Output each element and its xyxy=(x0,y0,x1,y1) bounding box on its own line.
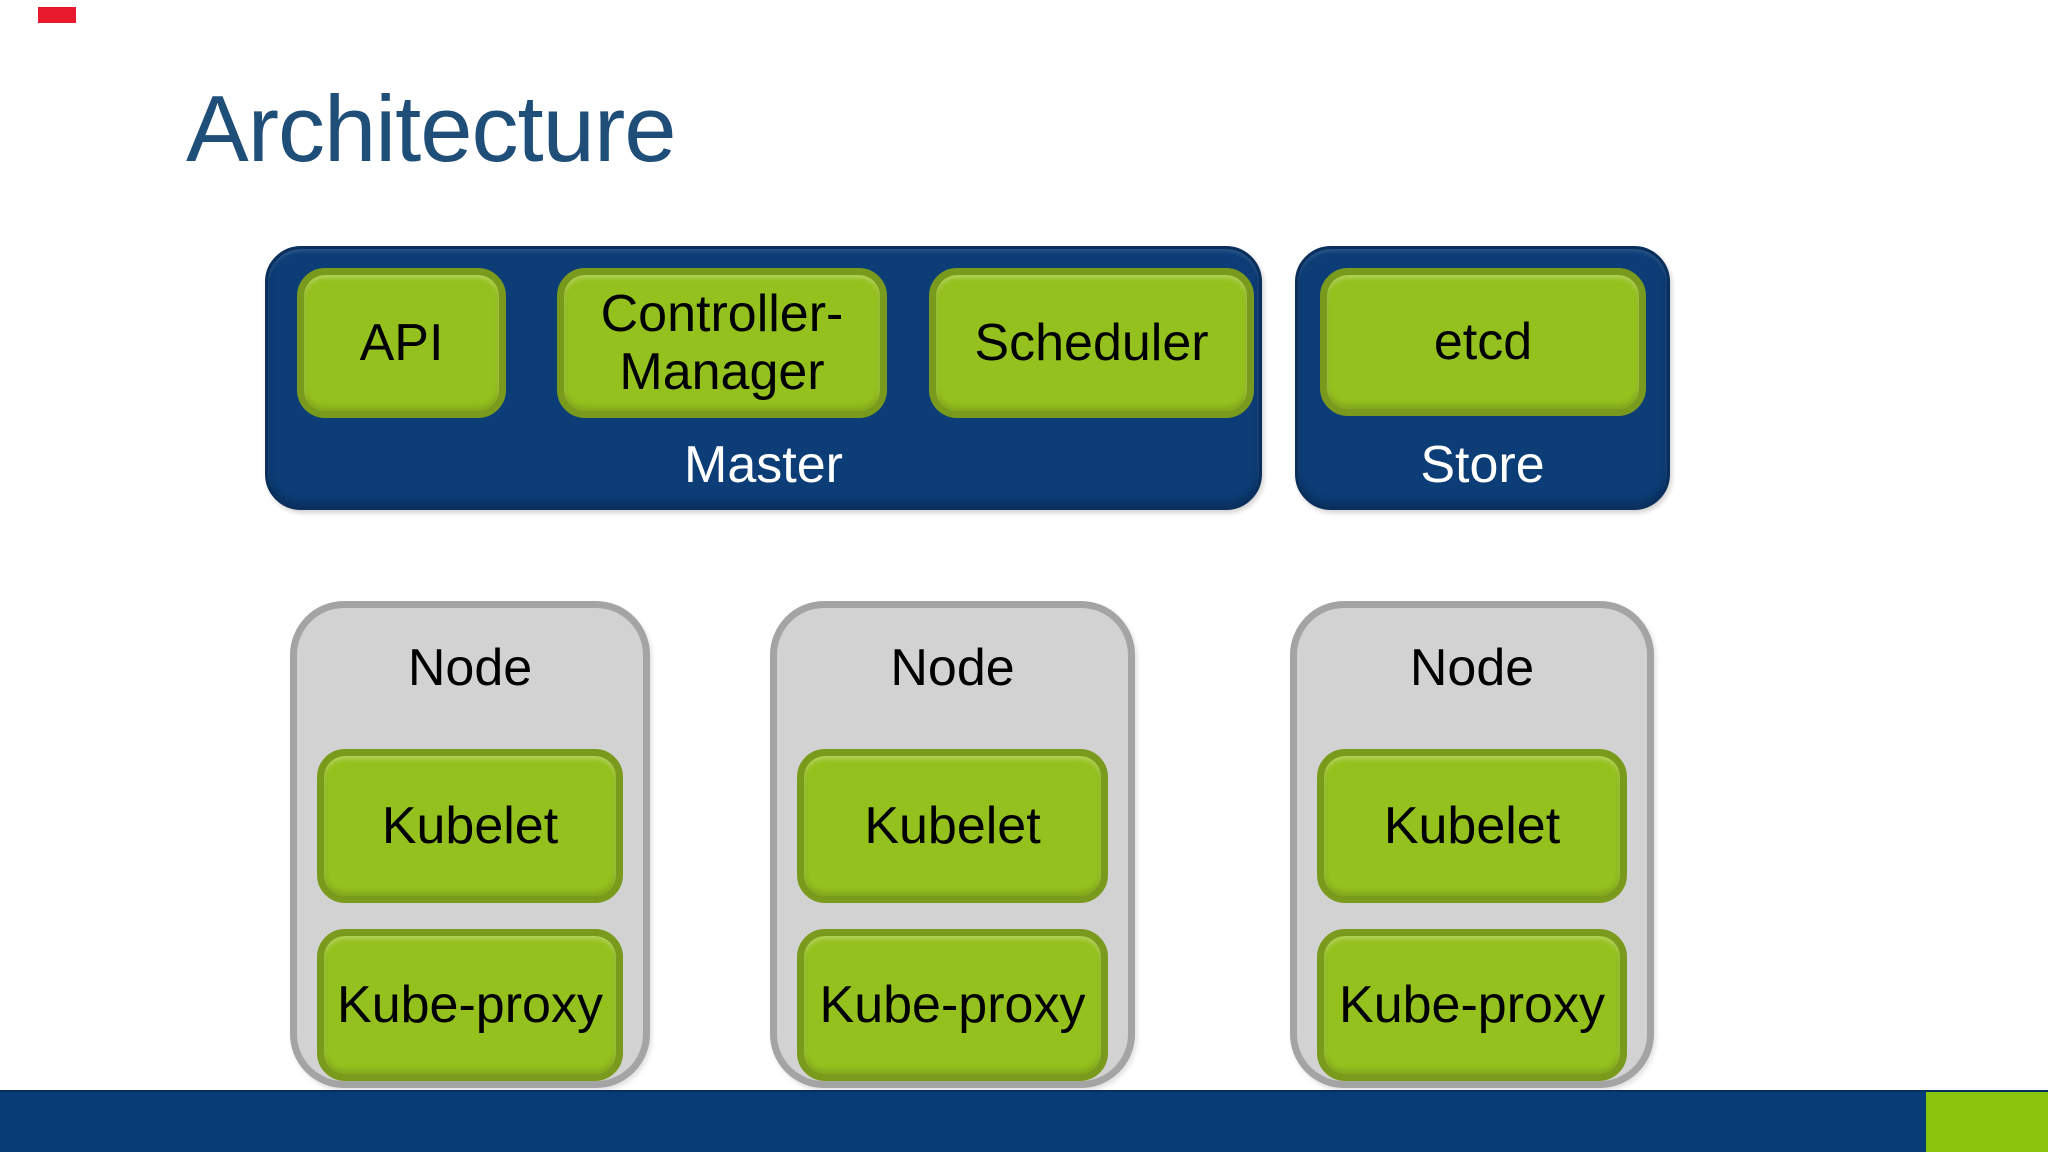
component-kube-proxy: Kube-proxy xyxy=(1317,929,1627,1081)
component-api: API xyxy=(297,268,506,418)
footer-bar xyxy=(0,1090,2048,1152)
store-group: etcd Store xyxy=(1295,246,1670,510)
component-kubelet: Kubelet xyxy=(797,749,1108,903)
store-label: Store xyxy=(1420,436,1545,494)
master-label: Master xyxy=(684,436,843,494)
node-label: Node xyxy=(890,639,1015,697)
node-group-3: Node Kubelet Kube-proxy xyxy=(1290,601,1654,1088)
component-etcd: etcd xyxy=(1320,268,1646,416)
node-label: Node xyxy=(1409,639,1535,697)
component-kube-proxy: Kube-proxy xyxy=(797,929,1108,1081)
node-group-1: Node Kubelet Kube-proxy xyxy=(290,601,650,1088)
footer-bar-accent xyxy=(1926,1092,2048,1152)
component-kubelet: Kubelet xyxy=(1317,749,1627,903)
component-kube-proxy: Kube-proxy xyxy=(317,929,623,1081)
node-group-2: Node Kubelet Kube-proxy xyxy=(770,601,1135,1088)
red-marker xyxy=(38,7,76,23)
master-group: API Controller- Manager Scheduler Master xyxy=(265,246,1262,510)
page-title: Architecture xyxy=(186,76,677,181)
component-scheduler: Scheduler xyxy=(929,268,1254,418)
component-controller-manager: Controller- Manager xyxy=(557,268,887,418)
component-kubelet: Kubelet xyxy=(317,749,623,903)
node-label: Node xyxy=(407,639,533,697)
